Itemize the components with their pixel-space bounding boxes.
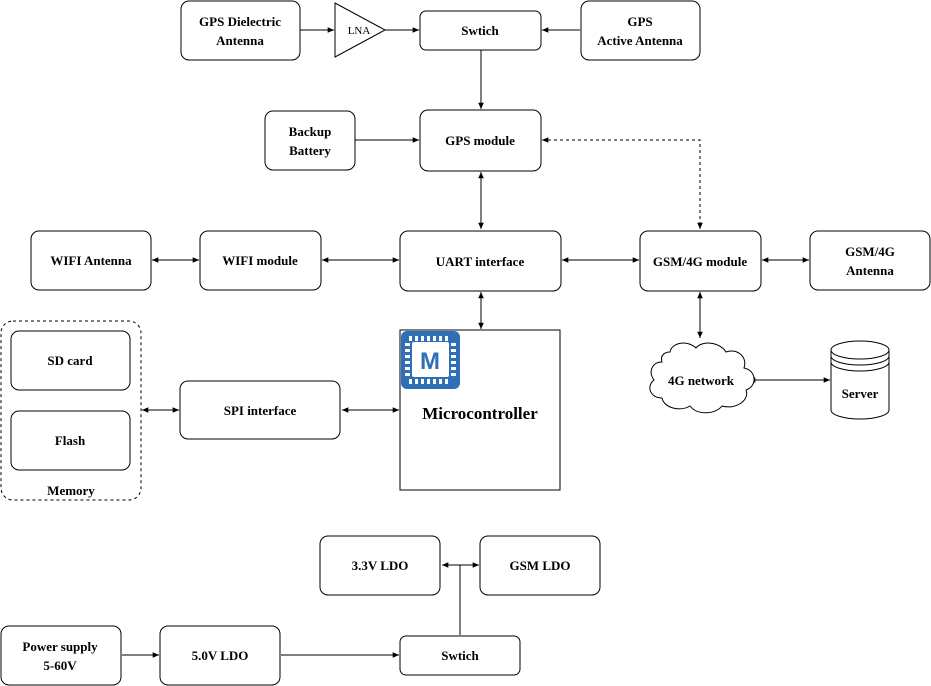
lna-label: LNA [348, 25, 371, 37]
sd-card-box: SD card [10, 330, 131, 391]
gps-module-box: GPS module [419, 109, 542, 172]
gsm-module-box: GSM/4G module [639, 230, 762, 292]
memory-group: SD card Flash Memory [0, 320, 142, 501]
gsm-antenna-box: GSM/4G Antenna [809, 230, 931, 291]
gsm-ldo-label: GSM LDO [509, 558, 570, 573]
server-label: Server [842, 386, 879, 401]
gps-active-antenna-box: GPS Active Antenna [580, 0, 701, 61]
wifi-module-label: WIFI module [222, 253, 298, 268]
network-4g-label: 4G network [668, 373, 735, 388]
gps-dielectric-antenna-label-2: Antenna [216, 33, 264, 48]
ldo-33-label: 3.3V LDO [352, 558, 409, 573]
wifi-antenna-label: WIFI Antenna [50, 253, 132, 268]
memory-label: Memory [47, 483, 95, 498]
backup-battery-label-2: Battery [289, 143, 331, 158]
switch-bottom-label: Swtich [441, 648, 479, 663]
flash-box: Flash [10, 410, 131, 471]
switch-bottom-box: Swtich [399, 635, 521, 676]
microcontroller-box: M Microcontroller [399, 329, 561, 491]
mcu-logo-letter: M [420, 348, 440, 375]
gsm-antenna-label-2: Antenna [846, 263, 894, 278]
gsm-antenna-label-1: GSM/4G [845, 244, 895, 259]
wifi-module-box: WIFI module [199, 230, 322, 291]
flash-label: Flash [55, 433, 86, 448]
gsm-ldo-box: GSM LDO [479, 535, 601, 596]
power-supply-box: Power supply 5-60V [0, 625, 122, 686]
switch-top-label: Swtich [461, 23, 499, 38]
spi-interface-label: SPI interface [224, 403, 297, 418]
power-supply-label-2: 5-60V [43, 658, 77, 673]
ldo-33-box: 3.3V LDO [319, 535, 441, 596]
gps-active-antenna-label-1: GPS [627, 14, 652, 29]
gps-dielectric-antenna-label-1: GPS Dielectric [199, 14, 281, 29]
gps-module-label: GPS module [445, 133, 515, 148]
network-4g-cloud: 4G network [649, 342, 755, 414]
switch-top-box: Swtich [419, 10, 542, 51]
microcontroller-label: Microcontroller [422, 404, 538, 423]
sd-card-label: SD card [47, 353, 93, 368]
wifi-antenna-box: WIFI Antenna [30, 230, 152, 291]
ldo-50-label: 5.0V LDO [192, 648, 249, 663]
spi-interface-box: SPI interface [179, 380, 341, 440]
gsm-module-label: GSM/4G module [653, 254, 747, 269]
server-database: Server [830, 340, 890, 420]
mcu-chip-icon: M [401, 331, 460, 389]
backup-battery-label-1: Backup [289, 124, 332, 139]
backup-battery-box: Backup Battery [264, 110, 356, 171]
uart-interface-box: UART interface [399, 230, 562, 292]
edge-gps-gsm-dashed [542, 137, 703, 229]
gps-active-antenna-label-2: Active Antenna [597, 33, 683, 48]
ldo-50-box: 5.0V LDO [159, 625, 281, 686]
uart-interface-label: UART interface [436, 254, 525, 269]
power-supply-label-1: Power supply [22, 639, 98, 654]
lna-amplifier: LNA [334, 2, 387, 58]
edges [122, 27, 830, 658]
gps-dielectric-antenna-box: GPS Dielectric Antenna [180, 0, 301, 61]
